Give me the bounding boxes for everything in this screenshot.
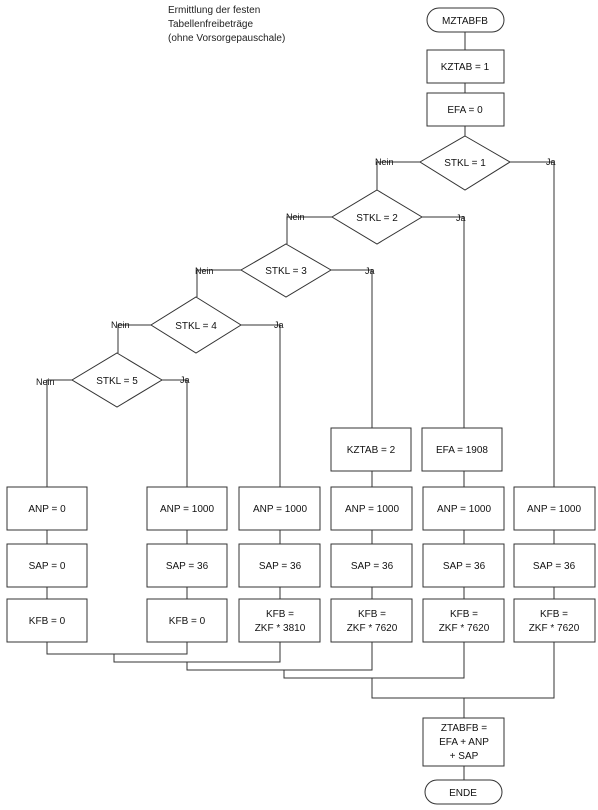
decision-yes-label: Ja (274, 320, 284, 330)
connector-stkl4-no (117, 324, 151, 353)
decision-yes-label: Ja (365, 266, 375, 276)
decision-no-label: Nein (375, 157, 394, 167)
connector-stkl1-yes (510, 161, 555, 487)
decision-no-label: Nein (286, 212, 305, 222)
anp-label: ANP = 1000 (527, 504, 581, 515)
decision-yes-label: Ja (456, 213, 466, 223)
kfb-label-line-1: KFB = (450, 609, 478, 620)
kfb-label-line-1: KFB = (358, 609, 386, 620)
merge-c (186, 642, 373, 671)
connector-stkl5-yes (162, 379, 188, 487)
svg-text:EFA + ANP: EFA + ANP (439, 737, 489, 748)
connectors (46, 32, 555, 780)
kfb-label-line-1: KFB = (540, 609, 568, 620)
svg-text:EFA = 1908: EFA = 1908 (436, 445, 488, 456)
anp-label: ANP = 1000 (345, 504, 399, 515)
kfb-label: KFB = 0 (169, 616, 206, 627)
sap-label: SAP = 36 (166, 561, 209, 572)
connector-stkl2-no (286, 216, 332, 244)
decision-no-label: Nein (36, 377, 55, 387)
connector-stkl5-no (46, 379, 72, 487)
column-5: ANP = 1000 SAP = 36 KFB = ZKF * 7620 (513, 486, 596, 643)
svg-text:ZTABFB =: ZTABFB = (441, 723, 487, 734)
kfb-label-line-2: ZKF * 7620 (529, 623, 580, 634)
sap-label: SAP = 36 (351, 561, 394, 572)
sap-label: SAP = 36 (533, 561, 576, 572)
column-3: ANP = 1000 SAP = 36 KFB = ZKF * 7620 (330, 486, 413, 643)
start-label: MZTABFB (442, 16, 488, 27)
sap-label: SAP = 36 (443, 561, 486, 572)
column-1: ANP = 1000 SAP = 36 KFB = 0 (146, 486, 228, 643)
kztab-2-box: KZTAB = 2 (330, 427, 412, 472)
svg-text:+ SAP: + SAP (450, 751, 479, 762)
connector-stkl4-yes (241, 324, 281, 487)
connector-stkl3-yes (331, 269, 373, 428)
anp-label: ANP = 0 (28, 504, 66, 515)
kfb-label: KFB = 0 (29, 616, 66, 627)
anp-label: ANP = 1000 (253, 504, 307, 515)
kfb-label-line-2: ZKF * 3810 (255, 623, 306, 634)
kfb-label-line-2: ZKF * 7620 (347, 623, 398, 634)
decision-stkl-4: STKL = 4 Nein Ja (111, 296, 284, 354)
svg-text:STKL = 5: STKL = 5 (96, 376, 138, 387)
decision-stkl-3: STKL = 3 Nein Ja (195, 243, 375, 298)
svg-text:STKL = 2: STKL = 2 (356, 213, 398, 224)
start-terminator: MZTABFB (426, 7, 505, 33)
end-terminator: ENDE (424, 779, 503, 805)
title-line-2: Tabellenfreibeträge (168, 19, 253, 30)
decision-no-label: Nein (111, 320, 130, 330)
connector-stkl3-no (196, 269, 241, 297)
decision-yes-label: Ja (546, 157, 556, 167)
kfb-label-line-2: ZKF * 7620 (439, 623, 490, 634)
column-4: ANP = 1000 SAP = 36 KFB = ZKF * 7620 (422, 486, 505, 643)
merge-b (113, 642, 281, 663)
title-line-3: (ohne Vorsorgepauschale) (168, 33, 285, 44)
svg-text:EFA = 0: EFA = 0 (447, 105, 483, 116)
efa-1908-box: EFA = 1908 (421, 427, 503, 472)
anp-label: ANP = 1000 (437, 504, 491, 515)
kfb-label-line-1: KFB = (266, 609, 294, 620)
merge-d (283, 642, 465, 679)
svg-text:STKL = 4: STKL = 4 (175, 321, 217, 332)
svg-text:KZTAB = 1: KZTAB = 1 (441, 62, 490, 73)
decision-no-label: Nein (195, 266, 214, 276)
sap-label: SAP = 36 (259, 561, 302, 572)
decision-stkl-1: STKL = 1 Nein Ja (375, 135, 556, 191)
efa-0-box: EFA = 0 (426, 92, 505, 127)
ztabfb-box: ZTABFB = EFA + ANP + SAP (422, 717, 505, 767)
merge-a (46, 642, 188, 655)
sap-label: SAP = 0 (29, 561, 66, 572)
column-2: ANP = 1000 SAP = 36 KFB = ZKF * 3810 (238, 486, 321, 643)
end-label: ENDE (449, 788, 477, 799)
svg-text:KZTAB = 2: KZTAB = 2 (347, 445, 396, 456)
decision-yes-label: Ja (180, 375, 190, 385)
decision-stkl-5: STKL = 5 Nein Ja (36, 352, 190, 408)
merge-e (371, 642, 555, 699)
svg-text:STKL = 3: STKL = 3 (265, 266, 307, 277)
title-line-1: Ermittlung der festen (168, 5, 260, 16)
connector-stkl1-no (376, 161, 420, 190)
decision-stkl-2: STKL = 2 Nein Ja (286, 189, 466, 245)
kztab-1-box: KZTAB = 1 (426, 49, 505, 84)
svg-text:STKL = 1: STKL = 1 (444, 158, 486, 169)
connector-stkl2-yes (422, 216, 465, 428)
anp-label: ANP = 1000 (160, 504, 214, 515)
column-0: ANP = 0 SAP = 0 KFB = 0 (6, 486, 88, 643)
